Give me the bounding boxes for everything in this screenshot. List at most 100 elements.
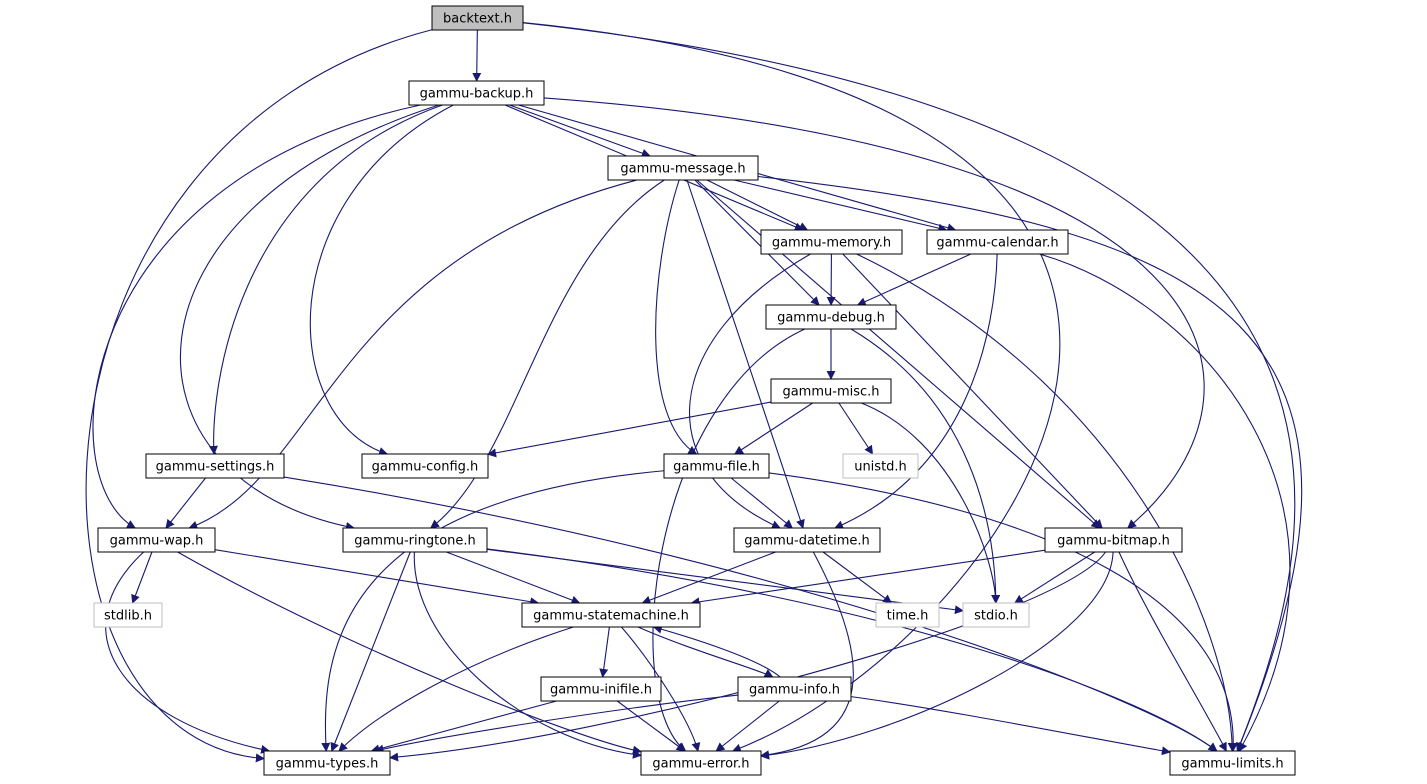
edge-file-to-limits: [768, 472, 1238, 752]
node-label-debug: gammu-debug.h: [777, 311, 885, 326]
node-datetime[interactable]: gammu-datetime.h: [733, 527, 881, 553]
node-stdlib: stdlib.h: [93, 602, 163, 628]
edge-message-to-ringtone: [430, 179, 665, 529]
node-label-misc: gammu-misc.h: [782, 385, 879, 400]
node-label-backup: gammu-backup.h: [420, 87, 534, 102]
node-box-backup: [408, 80, 545, 106]
node-debug[interactable]: gammu-debug.h: [765, 304, 897, 330]
node-label-time: time.h: [887, 609, 929, 624]
node-label-inifile: gammu-inifile.h: [550, 683, 652, 698]
node-calendar[interactable]: gammu-calendar.h: [926, 229, 1069, 255]
node-misc[interactable]: gammu-misc.h: [770, 378, 892, 404]
edge-ringtone-to-error: [413, 551, 642, 759]
node-box-backtext: [431, 5, 524, 31]
edge-info-to-statemachine: [652, 624, 781, 678]
edge-backup-to-wap: [92, 104, 421, 529]
node-box-message: [607, 155, 759, 181]
edge-statemachine-to-info: [637, 626, 774, 678]
node-file[interactable]: gammu-file.h: [663, 453, 770, 479]
node-types[interactable]: gammu-types.h: [263, 750, 391, 776]
edge-wap-to-statemachine: [214, 549, 540, 607]
edge-backup-to-config: [309, 104, 454, 456]
node-box-limits: [1169, 750, 1296, 776]
node-label-stdlib: stdlib.h: [104, 609, 152, 624]
edge-info-to-types: [374, 694, 739, 754]
node-error[interactable]: gammu-error.h: [640, 750, 762, 776]
node-wap[interactable]: gammu-wap.h: [97, 527, 216, 553]
edge-backup-to-ringtone: [179, 104, 440, 531]
edge-message-to-wap: [188, 179, 638, 530]
node-label-unistd: unistd.h: [854, 460, 907, 475]
edge-ringtone-to-limits: [486, 548, 1218, 752]
node-bitmap[interactable]: gammu-bitmap.h: [1044, 527, 1183, 553]
edge-wap-to-types: [105, 551, 271, 754]
edge-statemachine-to-inifile: [599, 626, 610, 678]
edge-settings-to-limits: [283, 476, 1218, 752]
edges-layer: [85, 21, 1303, 763]
edge-calendar-to-limits: [1039, 253, 1291, 752]
node-box-inifile: [540, 676, 662, 702]
edge-ringtone-to-types: [330, 551, 411, 752]
node-backtext[interactable]: backtext.h: [431, 5, 524, 31]
node-box-debug: [765, 304, 897, 330]
node-label-backtext: backtext.h: [443, 12, 512, 27]
edge-datetime-to-error: [760, 551, 854, 760]
edge-backtext-to-error: [522, 21, 1061, 753]
edge-bitmap-to-types: [389, 551, 1106, 762]
node-box-error: [640, 750, 762, 776]
edge-message-to-file: [655, 179, 698, 455]
node-label-statemachine: gammu-statemachine.h: [533, 609, 689, 624]
node-label-file: gammu-file.h: [673, 460, 760, 475]
edge-memory-to-bitmap: [842, 253, 1103, 529]
edge-backup-to-settings: [208, 104, 443, 455]
node-limits[interactable]: gammu-limits.h: [1169, 750, 1296, 776]
node-box-unistd: [842, 453, 919, 479]
edge-wap-to-stdlib: [131, 551, 153, 604]
edge-bitmap-to-statemachine: [690, 549, 1046, 607]
edge-datetime-to-time: [822, 551, 893, 604]
node-box-stdio: [962, 602, 1030, 628]
edge-message-to-calendar: [733, 179, 948, 233]
node-box-ringtone: [342, 527, 488, 553]
node-memory[interactable]: gammu-memory.h: [760, 229, 903, 255]
nodes-layer: backtext.h gammu-backup.h gammu-message.h g…: [93, 5, 1296, 776]
edge-message-to-debug: [694, 179, 820, 306]
edge-inifile-to-types: [370, 700, 557, 754]
edge-file-to-datetime: [730, 477, 794, 529]
node-label-settings: gammu-settings.h: [156, 460, 275, 475]
node-label-config: gammu-config.h: [372, 460, 479, 475]
node-label-message: gammu-message.h: [620, 162, 745, 177]
node-config[interactable]: gammu-config.h: [361, 453, 489, 479]
node-backup[interactable]: gammu-backup.h: [408, 80, 545, 106]
node-label-wap: gammu-wap.h: [110, 534, 204, 549]
node-box-misc: [770, 378, 892, 404]
node-info[interactable]: gammu-info.h: [737, 676, 852, 702]
node-box-settings: [145, 453, 285, 479]
edge-misc-to-stdio: [861, 402, 1001, 604]
edge-debug-to-stdio: [850, 328, 1001, 604]
edge-bitmap-to-stdio: [1014, 551, 1095, 604]
edge-ringtone-to-statemachine: [446, 551, 581, 605]
node-time: time.h: [875, 602, 940, 628]
edge-message-to-limits: [757, 175, 1303, 752]
node-box-memory: [760, 229, 903, 255]
node-label-types: gammu-types.h: [276, 757, 379, 772]
node-box-config: [361, 453, 489, 479]
node-inifile[interactable]: gammu-inifile.h: [540, 676, 662, 702]
node-unistd: unistd.h: [842, 453, 919, 479]
edge-file-to-types: [321, 470, 665, 752]
edge-memory-to-datetime: [689, 253, 811, 529]
node-settings[interactable]: gammu-settings.h: [145, 453, 285, 479]
edge-info-to-error: [715, 700, 780, 752]
edge-backup-to-bitmap: [543, 97, 1205, 529]
node-statemachine[interactable]: gammu-statemachine.h: [521, 602, 701, 628]
node-message[interactable]: gammu-message.h: [607, 155, 759, 181]
edge-statemachine-to-types: [338, 626, 574, 752]
edge-datetime-to-statemachine: [641, 551, 776, 605]
node-box-bitmap: [1044, 527, 1183, 553]
edge-backup-to-message: [509, 104, 651, 158]
node-ringtone[interactable]: gammu-ringtone.h: [342, 527, 488, 553]
edge-misc-to-file: [734, 402, 813, 455]
edge-info-to-limits: [850, 696, 1171, 756]
